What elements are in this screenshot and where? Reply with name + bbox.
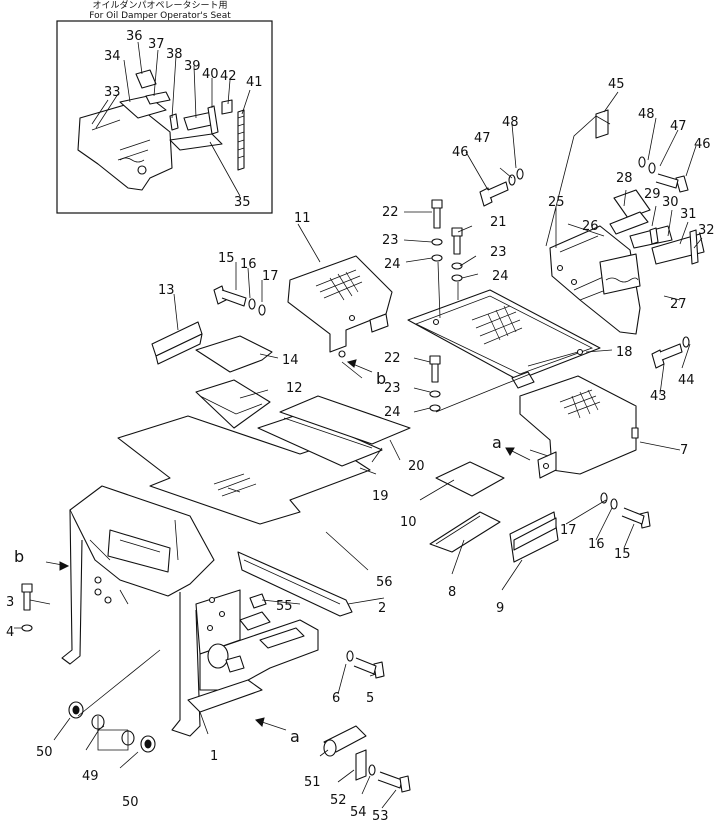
- label-part-18: 18: [616, 345, 633, 360]
- label-part-16-left: 16: [240, 257, 257, 272]
- label-part-11: 11: [294, 211, 311, 226]
- label-part-5: 5: [366, 691, 374, 706]
- label-part-51: 51: [304, 775, 321, 790]
- label-part-50-left: 50: [36, 745, 53, 760]
- inset-title-jp: オイルダンパオペレータシート用: [92, 0, 227, 11]
- label-part-52: 52: [330, 793, 347, 808]
- hardware: [21, 156, 690, 793]
- label-part-9: 9: [496, 601, 504, 616]
- label-part-50-right: 50: [122, 795, 139, 810]
- label-part-49: 49: [82, 769, 99, 784]
- label-part-23-upper: 23: [382, 233, 399, 248]
- label-part-22-lower: 22: [384, 351, 401, 366]
- label-part-37: 37: [148, 37, 165, 52]
- view-arrows: [45, 359, 531, 731]
- label-part-40: 40: [202, 67, 219, 82]
- label-part-43: 43: [650, 389, 667, 404]
- label-part-38: 38: [166, 47, 183, 62]
- label-part-34: 34: [104, 49, 121, 64]
- label-part-56: 56: [376, 575, 393, 590]
- label-part-15-left: 15: [218, 251, 235, 266]
- label-part-31: 31: [680, 207, 697, 222]
- label-part-39: 39: [184, 59, 201, 74]
- label-part-4: 4: [6, 625, 14, 640]
- label-part-46-right: 46: [694, 137, 711, 152]
- label-part-7: 7: [680, 443, 688, 458]
- label-part-8: 8: [448, 585, 456, 600]
- right-bracket-part-25: [549, 109, 705, 335]
- label-part-54: 54: [350, 805, 367, 820]
- label-part-46-left: 46: [452, 145, 469, 160]
- label-part-23-right: 23: [490, 245, 507, 260]
- view-marker-b-left: b: [14, 547, 24, 566]
- label-part-47-left: 47: [474, 131, 491, 146]
- label-part-29: 29: [644, 187, 661, 202]
- label-part-23-lower: 23: [384, 381, 401, 396]
- mats: [117, 321, 559, 617]
- label-part-26: 26: [582, 219, 599, 234]
- label-part-15-right: 15: [614, 547, 631, 562]
- label-part-13: 13: [158, 283, 175, 298]
- label-part-32: 32: [698, 223, 715, 238]
- view-marker-a-right: a: [492, 433, 502, 452]
- label-part-53: 53: [372, 809, 389, 822]
- label-part-42: 42: [220, 69, 237, 84]
- label-part-2: 2: [378, 601, 386, 616]
- label-part-16-right: 16: [588, 537, 605, 552]
- main-frame-part-1: [61, 485, 319, 737]
- leader-lines: [14, 41, 703, 809]
- left-cover-part-11: [287, 255, 393, 358]
- label-part-17-right: 17: [560, 523, 577, 538]
- label-part-14: 14: [282, 353, 299, 368]
- label-part-24-right: 24: [492, 269, 509, 284]
- inset-title-en: For Oil Damper Operator's Seat: [89, 11, 231, 21]
- label-part-3: 3: [6, 595, 14, 610]
- label-part-24-lower: 24: [384, 405, 401, 420]
- label-part-48-right: 48: [638, 107, 655, 122]
- label-part-27: 27: [670, 297, 687, 312]
- view-marker-b-right: b: [376, 369, 386, 388]
- label-part-48-left: 48: [502, 115, 519, 130]
- label-part-6: 6: [332, 691, 340, 706]
- label-part-30: 30: [662, 195, 679, 210]
- center-panel-part-18: [407, 289, 601, 389]
- right-cover-part-7: [519, 375, 639, 479]
- label-part-35: 35: [234, 195, 251, 210]
- label-part-45: 45: [608, 77, 625, 92]
- label-part-17-left: 17: [262, 269, 279, 284]
- label-part-25: 25: [548, 195, 565, 210]
- view-marker-a-bottom: a: [290, 727, 300, 746]
- label-part-24-upper: 24: [384, 257, 401, 272]
- label-part-55: 55: [276, 599, 293, 614]
- label-part-1: 1: [210, 749, 218, 764]
- label-part-33: 33: [104, 85, 121, 100]
- label-part-44: 44: [678, 373, 695, 388]
- label-part-20: 20: [408, 459, 425, 474]
- label-part-22-upper: 22: [382, 205, 399, 220]
- label-part-21: 21: [490, 215, 507, 230]
- label-part-28: 28: [616, 171, 633, 186]
- label-part-19: 19: [372, 489, 389, 504]
- label-part-36: 36: [126, 29, 143, 44]
- label-part-12: 12: [286, 381, 303, 396]
- part-number-labels: 1 2 3 4 5 6 7 8 9 10 11 12 13 14 15 16 1…: [6, 29, 715, 822]
- label-part-47-right: 47: [670, 119, 687, 134]
- inset-panel: オイルダンパオペレータシート用 For Oil Damper Operator'…: [56, 0, 273, 214]
- label-part-41: 41: [246, 75, 263, 90]
- label-part-10: 10: [400, 515, 417, 530]
